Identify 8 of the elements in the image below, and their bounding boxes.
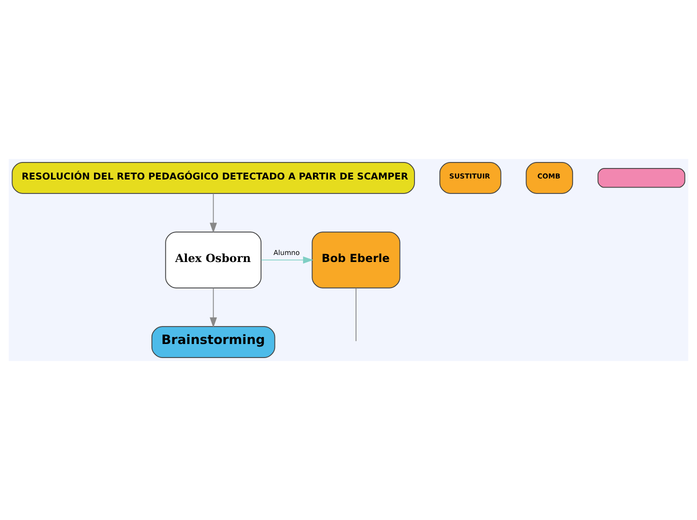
node-box: Bob Eberle (312, 232, 400, 288)
arrow (210, 288, 217, 328)
node-box: Brainstorming (151, 326, 276, 358)
node-box: RESOLUCIÓN DEL RETO PEDAGÓGICO DETECTADO A PARTIR DE SCAMPER (12, 162, 415, 194)
node-box: Alex Osborn (165, 232, 262, 288)
node-box (598, 168, 686, 188)
arrow (210, 193, 217, 234)
arrow (260, 256, 314, 264)
